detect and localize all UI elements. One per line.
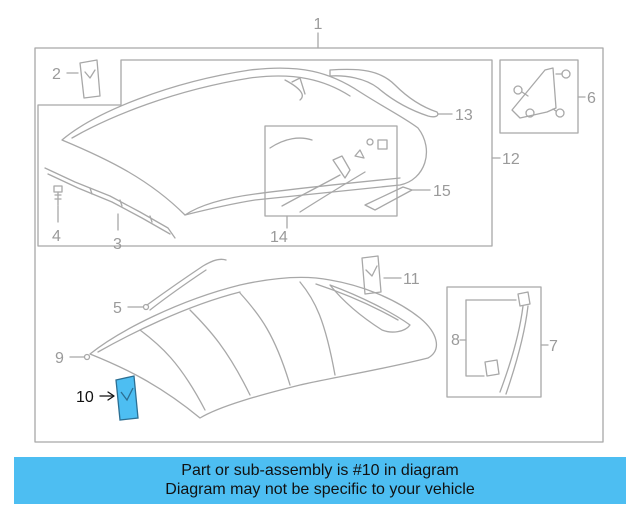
part-7-8-box — [446, 286, 549, 398]
callout-7: 7 — [549, 338, 558, 355]
callout-11: 11 — [403, 271, 420, 288]
part-14-box — [264, 125, 398, 229]
part-3-rail — [44, 167, 176, 239]
part-6-box — [499, 59, 586, 134]
roof-panel — [61, 67, 427, 216]
parts-diagram: 1 2 3 4 5 6 7 8 9 10 11 12 13 14 15 — [34, 16, 604, 443]
part-4-screw — [53, 185, 63, 223]
callout-14: 14 — [270, 229, 288, 246]
part-15-strip — [364, 186, 431, 211]
part-2-clip — [79, 59, 101, 99]
info-banner: Part or sub-assembly is #10 in diagram D… — [14, 457, 626, 504]
callout-9: 9 — [55, 350, 64, 367]
part-5-cable — [127, 258, 227, 311]
callout-1: 1 — [314, 16, 323, 33]
callout-2: 2 — [52, 66, 61, 83]
callout-12: 12 — [502, 151, 520, 168]
callout-6: 6 — [587, 90, 596, 107]
callout-5: 5 — [113, 300, 122, 317]
part-11-clip — [361, 255, 402, 295]
sub-frame-12 — [37, 59, 493, 247]
convertible-top — [69, 276, 438, 419]
callout-3: 3 — [113, 236, 122, 253]
outer-frame — [34, 47, 604, 443]
callout-4: 4 — [52, 228, 61, 245]
banner-line-2: Diagram may not be specific to your vehi… — [165, 481, 475, 498]
callout-15: 15 — [433, 183, 451, 200]
banner-line-1: Part or sub-assembly is #10 in diagram — [181, 462, 459, 479]
part-13-strip — [329, 68, 453, 118]
part-10-clip — [115, 375, 139, 421]
callout-13: 13 — [455, 107, 473, 124]
callout-10: 10 — [76, 389, 94, 406]
callout-8: 8 — [451, 332, 460, 349]
